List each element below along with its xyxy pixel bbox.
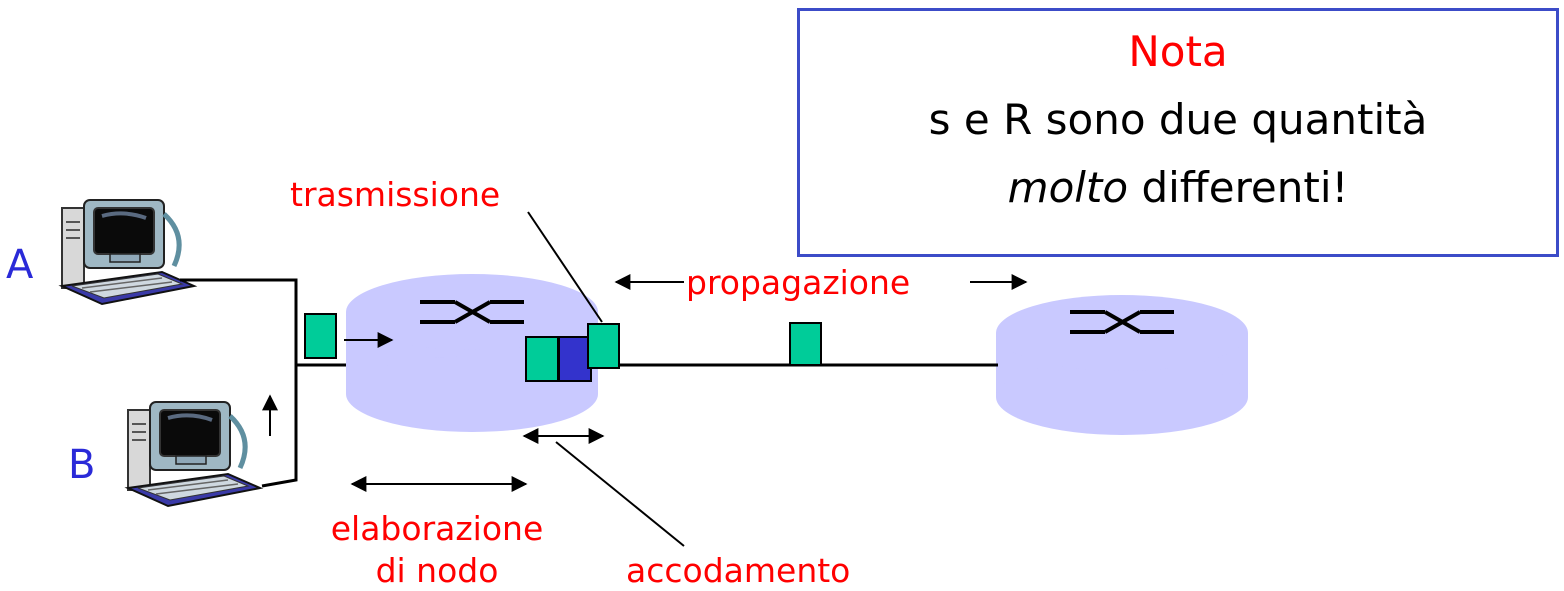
queued-packet (558, 336, 592, 382)
incoming-packet (304, 313, 337, 359)
host-b-computer-icon (128, 402, 260, 506)
note-line-2: molto differenti! (800, 163, 1556, 212)
processing-label-line1: elaborazione (331, 509, 544, 548)
transmission-label: trasmissione (290, 175, 500, 214)
transmission-pointer (527, 211, 603, 323)
note-line-2-rest: differenti! (1128, 163, 1349, 212)
host-b-label: B (68, 442, 95, 488)
note-box: Nota s e R sono due quantità molto diffe… (797, 8, 1559, 257)
queueing-pointer (555, 441, 685, 547)
note-emphasis: molto (1007, 163, 1129, 212)
router-1-router-icon (346, 274, 598, 432)
host-a-label: A (6, 242, 34, 288)
router-2-router-icon (996, 295, 1248, 435)
transmitting-packet (587, 323, 620, 369)
queueing-label: accodamento (626, 551, 850, 590)
host-a-computer-icon (62, 200, 194, 304)
note-title: Nota (1128, 27, 1228, 76)
propagating-packet (789, 322, 822, 366)
propagation-label: propagazione (686, 263, 910, 302)
queued-packet (525, 336, 559, 382)
processing-label-line2: di nodo (376, 551, 499, 590)
note-line-1: s e R sono due quantità (928, 95, 1428, 144)
access-links (180, 278, 346, 488)
